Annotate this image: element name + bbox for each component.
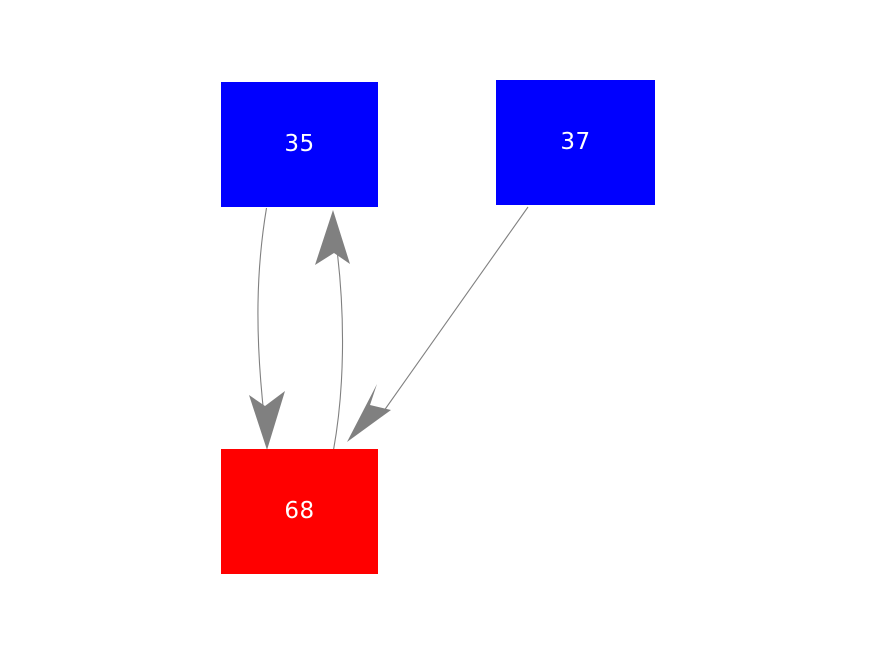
edge-68-to-35[interactable] (315, 210, 350, 451)
graph-node-35[interactable]: 35 (221, 82, 378, 207)
edge-37-to-68-line (380, 206, 529, 416)
edge-68-to-35-arrowhead (315, 210, 350, 265)
graph-node-68-label: 68 (284, 498, 315, 524)
edge-37-to-68[interactable] (347, 206, 529, 442)
graph-node-37[interactable]: 37 (496, 80, 655, 205)
edge-37-to-68-arrowhead (347, 384, 391, 442)
edge-35-to-68-arrowhead (249, 391, 285, 450)
edge-68-to-35-line (332, 241, 344, 451)
edge-35-to-68-line (257, 207, 268, 421)
edge-35-to-68[interactable] (249, 207, 285, 450)
graph-node-68[interactable]: 68 (221, 449, 378, 574)
graph-node-35-label: 35 (284, 131, 315, 157)
graph-node-37-label: 37 (560, 129, 591, 155)
